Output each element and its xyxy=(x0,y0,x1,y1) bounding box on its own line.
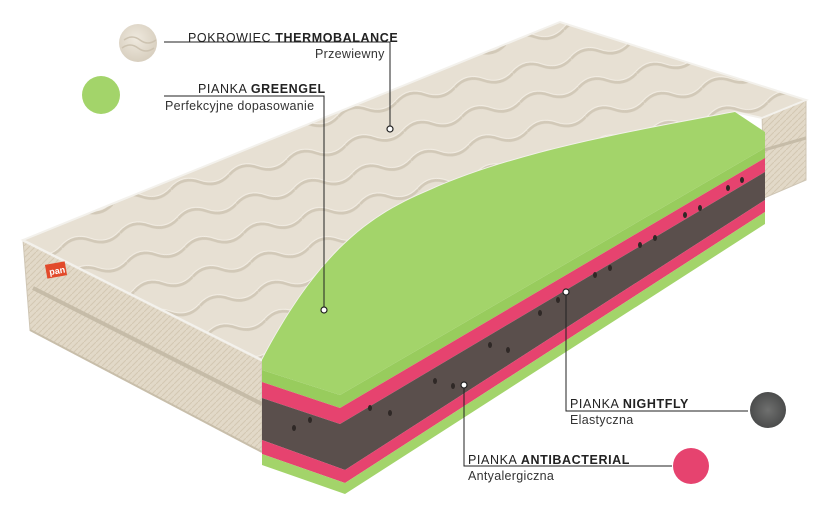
leader-nightfly xyxy=(565,292,748,412)
label-thermobalance-subtitle: Przewiewny xyxy=(315,47,385,61)
pink-foam-swatch-icon xyxy=(673,448,709,484)
leader-dot-antibacterial xyxy=(460,381,468,389)
mattress-zip-band xyxy=(32,286,263,406)
brand-badge xyxy=(44,261,68,279)
quilted-fabric-swatch-icon xyxy=(119,24,157,62)
leader-dot-thermobalance xyxy=(386,125,394,133)
green-foam-swatch-icon xyxy=(82,76,120,114)
nightfly-perforations xyxy=(292,177,744,431)
brand-badge-text: pan xyxy=(48,264,66,277)
leader-dot-greengel xyxy=(320,306,328,314)
nightfly-layer xyxy=(262,172,765,470)
label-greengel-title: PIANKA GREENGEL xyxy=(198,82,326,96)
label-nightfly-title: PIANKA NIGHTFLY xyxy=(570,397,689,411)
greengel-layer xyxy=(262,112,765,395)
leader-greengel xyxy=(164,95,325,308)
label-antibacterial-title: PIANKA ANTIBACTERIAL xyxy=(468,453,631,467)
leader-dot-nightfly xyxy=(562,288,570,296)
label-greengel-subtitle: Perfekcyjne dopasowanie xyxy=(165,99,315,113)
leader-thermobalance xyxy=(164,41,391,128)
label-nightfly-subtitle: Elastyczna xyxy=(570,413,634,427)
leader-antibacterial xyxy=(463,384,672,467)
label-antibacterial-subtitle: Antyalergiczna xyxy=(468,469,555,483)
label-thermobalance-title: POKROWIEC THERMOBALANCE xyxy=(188,31,399,45)
grey-foam-swatch-icon xyxy=(750,392,786,428)
